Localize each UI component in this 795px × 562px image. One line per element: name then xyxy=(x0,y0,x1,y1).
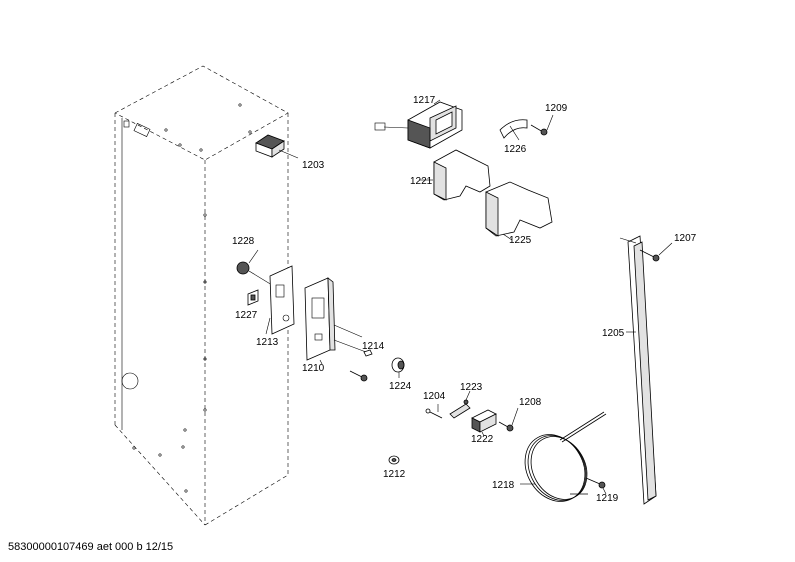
part-1219-screw[interactable]: 1219 xyxy=(585,477,619,504)
label-1219: 1219 xyxy=(596,493,619,504)
label-1203: 1203 xyxy=(302,160,325,171)
part-1228-knob[interactable]: 1228 xyxy=(232,236,291,297)
part-1218-cable[interactable]: 1218 xyxy=(492,411,607,512)
label-1213: 1213 xyxy=(256,337,279,348)
label-1218: 1218 xyxy=(492,480,515,491)
label-1227: 1227 xyxy=(235,310,258,321)
label-1225: 1225 xyxy=(509,235,532,246)
part-1217-display[interactable]: 1217 xyxy=(374,95,463,149)
label-1204: 1204 xyxy=(423,391,446,402)
label-1208: 1208 xyxy=(519,397,542,408)
part-1213-switch-plate[interactable]: 1213 xyxy=(256,265,295,348)
label-1223: 1223 xyxy=(460,382,483,393)
part-1222-switch[interactable]: 1222 xyxy=(471,409,497,445)
label-1207: 1207 xyxy=(674,233,697,244)
label-1209: 1209 xyxy=(545,103,568,114)
part-1227-plate[interactable]: 1227 xyxy=(235,289,259,321)
label-1221: 1221 xyxy=(410,176,433,187)
part-1224-grommet[interactable]: 1224 xyxy=(389,357,412,392)
label-1222: 1222 xyxy=(471,434,494,445)
label-1212: 1212 xyxy=(383,469,406,480)
label-1210: 1210 xyxy=(302,363,325,374)
part-1209-screw[interactable]: 1209 xyxy=(530,103,568,136)
part-1210-screw[interactable] xyxy=(349,370,368,382)
cabinet-housing xyxy=(114,65,289,526)
label-1224: 1224 xyxy=(389,381,412,392)
part-1208-screw[interactable]: 1208 xyxy=(498,397,542,432)
part-1225-bracket[interactable]: 1225 xyxy=(485,181,553,246)
label-1226: 1226 xyxy=(504,144,527,155)
label-1217: 1217 xyxy=(413,95,436,106)
part-1226-clip[interactable]: 1226 xyxy=(499,119,528,155)
label-1228: 1228 xyxy=(232,236,255,247)
part-1210-switch-bracket[interactable]: 1210 xyxy=(302,277,367,374)
label-1205: 1205 xyxy=(602,328,625,339)
part-1212-nut[interactable]: 1212 xyxy=(383,455,406,480)
part-1203-connector[interactable]: 1203 xyxy=(255,134,325,171)
part-1221-bracket[interactable]: 1221 xyxy=(410,149,491,201)
part-1204-pin[interactable]: 1204 xyxy=(423,391,446,419)
document-reference: 5830000010746­9 aet 000 b 12/15 xyxy=(8,541,174,553)
part-1205-strip[interactable]: 1205 xyxy=(602,235,657,505)
label-1214: 1214 xyxy=(362,341,385,352)
part-1223-sensor[interactable]: 1223 xyxy=(449,382,483,419)
part-1214-clip[interactable]: 1214 xyxy=(362,341,385,357)
part-1207-screw[interactable]: 1207 xyxy=(639,233,697,262)
